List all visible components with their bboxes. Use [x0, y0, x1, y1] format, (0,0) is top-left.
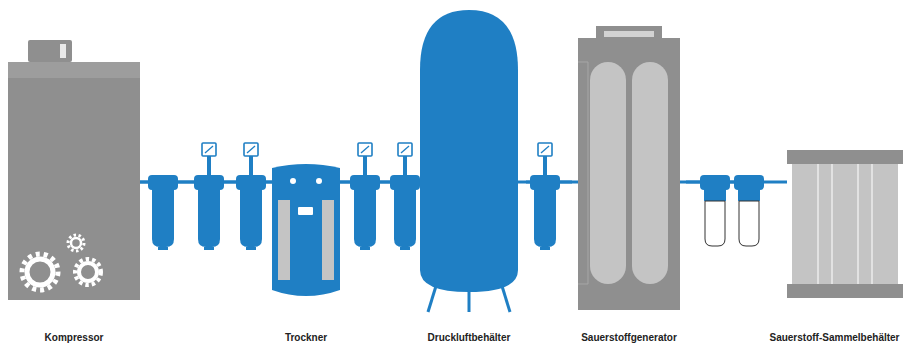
- equipment-label: Sauerstoff-Sammelbehälter: [764, 332, 905, 343]
- equipment-node: Trockner: [272, 160, 340, 347]
- equipment-node: Druckluftbehälter: [412, 10, 526, 347]
- equipment-node: Sauerstoff-Sammelbehälter: [764, 150, 905, 347]
- equipment-label: Druckluftbehälter: [412, 332, 526, 343]
- equipment-node: Kompressor: [8, 40, 140, 347]
- equipment-label: Trockner: [272, 332, 340, 343]
- equipment-label: Kompressor: [8, 332, 140, 343]
- equipment-node: Sauerstoffgenerator: [572, 26, 686, 347]
- equipment-label: Sauerstoffgenerator: [572, 332, 686, 343]
